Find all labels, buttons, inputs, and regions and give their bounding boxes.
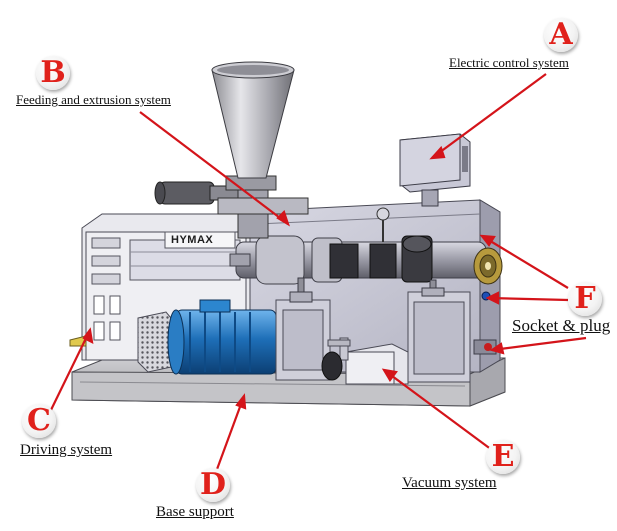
callout-letter-c: C <box>22 404 56 438</box>
leader-lines <box>49 73 587 473</box>
callout-label-c: Driving system <box>20 442 113 458</box>
leader-line-f2 <box>487 296 569 302</box>
callout-label-f: Socket & plug <box>512 316 611 335</box>
leader-line-b <box>139 111 289 225</box>
callout-letter-f: F <box>568 282 602 316</box>
main-motor <box>167 299 277 375</box>
leader-arrow-d <box>235 393 247 410</box>
leader-line-c <box>49 329 91 413</box>
leader-arrow-a <box>429 145 446 160</box>
stands <box>289 207 445 303</box>
callout-label-b: Feeding and extrusion system <box>16 92 171 107</box>
leader-arrow-f3 <box>489 342 505 355</box>
callout-letter-e: E <box>486 440 520 474</box>
leader-line-f3 <box>491 336 587 352</box>
callout-label-e: Vacuum system <box>402 475 497 491</box>
leader-line-f1 <box>481 235 569 289</box>
leader-arrow-c <box>82 327 94 344</box>
leader-arrow-f1 <box>479 234 496 247</box>
callout-letter-a: A <box>544 18 578 52</box>
hopper-assembly <box>154 61 309 239</box>
leader-line-e <box>383 369 493 451</box>
extrusion-barrel <box>229 235 503 285</box>
callout-label-d: Base support <box>156 504 234 520</box>
leader-line-a <box>431 73 547 159</box>
brand-plate: HYMAX <box>171 234 214 246</box>
leader-arrow-b <box>276 209 290 227</box>
leader-line-d <box>214 395 246 473</box>
leader-arrow-e <box>381 368 398 382</box>
leader-arrow-f2 <box>485 291 500 305</box>
lower-cabinets <box>275 291 471 383</box>
callout-letter-b: B <box>36 56 70 90</box>
callout-letter-d: D <box>196 468 230 502</box>
electric-control-box <box>399 133 471 207</box>
callout-label-a: Electric control system <box>449 55 569 70</box>
